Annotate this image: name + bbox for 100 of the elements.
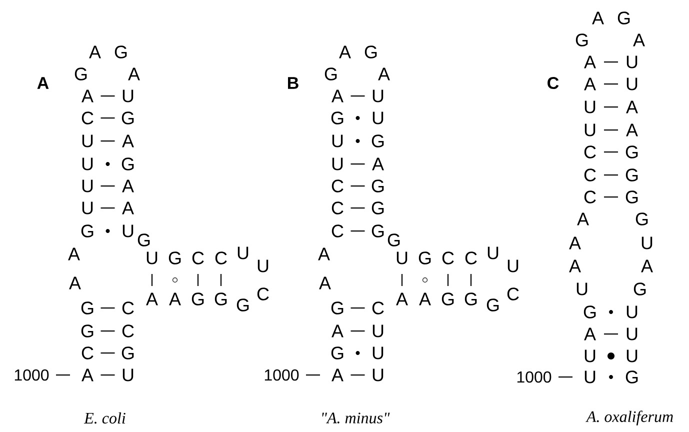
nucleotide-letter: A	[577, 212, 589, 226]
nucleotide-letter: A	[318, 248, 330, 260]
nucleotide-letter: G	[584, 306, 596, 318]
nucleotide-letter: U	[584, 124, 596, 136]
nucleotide-letter: G	[626, 168, 638, 182]
nucleotide-letter: A	[569, 236, 581, 250]
nucleotide-letter: U	[122, 90, 134, 102]
nucleotide-letter: G	[122, 158, 134, 170]
nucleotide-letter: A	[128, 68, 140, 80]
nucleotide-letter: G	[192, 292, 204, 306]
nucleotide-letter: G	[442, 292, 454, 306]
panel-label: B	[288, 77, 298, 89]
nucleotide-letter: G	[324, 68, 337, 80]
nucleotide-letter: G	[636, 212, 648, 226]
panel-label: C	[548, 76, 559, 90]
nucleotide-letter: U	[626, 78, 638, 90]
nucleotide-letter: A	[396, 292, 408, 306]
nucleotide-letter: A	[584, 78, 596, 90]
panel-label: A	[37, 77, 49, 89]
nucleotide-letter: U	[82, 180, 93, 192]
nucleotide-letter: U	[372, 346, 384, 360]
nucleotide-letter: A	[68, 248, 80, 260]
nucleotide-letter: A	[626, 100, 638, 114]
nucleotide-letter: A	[169, 292, 181, 306]
nucleotide-letter: G	[486, 298, 499, 312]
nucleotide-letter: C	[332, 180, 344, 192]
nucleotide-letter: A	[122, 134, 134, 148]
nucleotide-letter: U	[642, 236, 652, 250]
nucleotide-letter: G	[331, 112, 344, 124]
nucleotide-letter: A	[372, 158, 384, 170]
nucleotide-letter: A	[378, 68, 390, 80]
nucleotide-letter: A	[584, 56, 596, 68]
position-number: 1000	[264, 369, 299, 381]
nucleotide-letter: U	[82, 202, 93, 214]
nucleotide-letter: U	[584, 350, 596, 362]
nucleotide-letter: A	[584, 328, 596, 340]
nucleotide-letter: U	[626, 328, 638, 340]
nucleotide-letter: C	[215, 252, 227, 264]
nucleotide-letter: U	[626, 306, 638, 318]
nucleotide-letter: A	[339, 46, 351, 58]
nucleotide-letter: C	[507, 288, 519, 300]
nucleotide-letter: A	[82, 90, 94, 102]
nucleotide-letter: G	[74, 68, 87, 80]
nucleotide-letter: G	[626, 370, 638, 384]
nucleotide-letter: G	[81, 224, 94, 238]
nucleotide-letter: A	[332, 324, 344, 338]
nucleotide-letter: U	[82, 134, 93, 148]
nucleotide-letter: U	[508, 260, 518, 272]
nucleotide-letter: U	[372, 324, 384, 338]
nucleotide-letter: G	[618, 12, 630, 24]
nucleotide-letter: G	[364, 46, 377, 58]
nucleotide-letter: A	[592, 12, 604, 24]
species-caption: E. coli	[84, 412, 126, 424]
nucleotide-letter: C	[122, 324, 134, 338]
nucleotide-letter: U	[332, 134, 343, 148]
nucleotide-letter: U	[372, 90, 384, 102]
nucleotide-letter: A	[626, 124, 638, 136]
nucleotide-letter: A	[419, 292, 431, 306]
nucleotide-letter: G	[626, 190, 638, 204]
species-caption: "A. minus"	[322, 412, 390, 424]
nucleotide-letter: G	[388, 234, 400, 246]
nucleotide-letter: G	[634, 282, 646, 296]
nucleotide-letter: U	[258, 260, 268, 272]
nucleotide-letter: A	[641, 260, 653, 272]
nucleotide-letter: C	[257, 288, 269, 300]
nucleotide-letter: U	[372, 368, 384, 382]
nucleotide-letter: A	[122, 202, 134, 214]
nucleotide-letter: A	[332, 368, 344, 382]
nucleotide-letter: G	[331, 302, 344, 314]
nucleotide-letter: C	[82, 112, 94, 124]
nucleotide-letter: A	[319, 276, 331, 290]
nucleotide-letter: G	[372, 224, 384, 238]
nucleotide-letter: U	[396, 252, 408, 264]
nucleotide-letter: U	[332, 158, 343, 170]
nucleotide-letter: G	[122, 112, 134, 124]
nucleotide-letter: U	[122, 224, 134, 238]
position-number: 1000	[14, 369, 49, 381]
nucleotide-letter: C	[372, 302, 384, 314]
nucleotide-letter: A	[82, 368, 94, 382]
nucleotide-letter: A	[332, 90, 344, 102]
nucleotide-letter: C	[442, 252, 454, 264]
nucleotide-letter: G	[372, 134, 384, 148]
nucleotide-letter: G	[331, 346, 344, 360]
nucleotide-letter: G	[138, 234, 150, 246]
nucleotide-letter: C	[465, 252, 477, 264]
nucleotide-letter: C	[192, 252, 204, 264]
nucleotide-letter: A	[633, 34, 645, 46]
nucleotide-letter: G	[464, 292, 477, 306]
nucleotide-letter: U	[488, 246, 498, 260]
nucleotide-letter: U	[584, 370, 596, 384]
nucleotide-letter: U	[576, 282, 588, 296]
nucleotide-letter: G	[81, 324, 94, 338]
nucleotide-letter: C	[122, 302, 134, 314]
nucleotide-letter: U	[82, 158, 93, 170]
nucleotide-letter: A	[69, 276, 81, 290]
nucleotide-letter: G	[236, 298, 249, 312]
nucleotide-letter: U	[626, 350, 638, 362]
nucleotide-letter: G	[168, 252, 181, 264]
nucleotide-letter: C	[584, 146, 596, 158]
nucleotide-letter: A	[569, 260, 581, 272]
